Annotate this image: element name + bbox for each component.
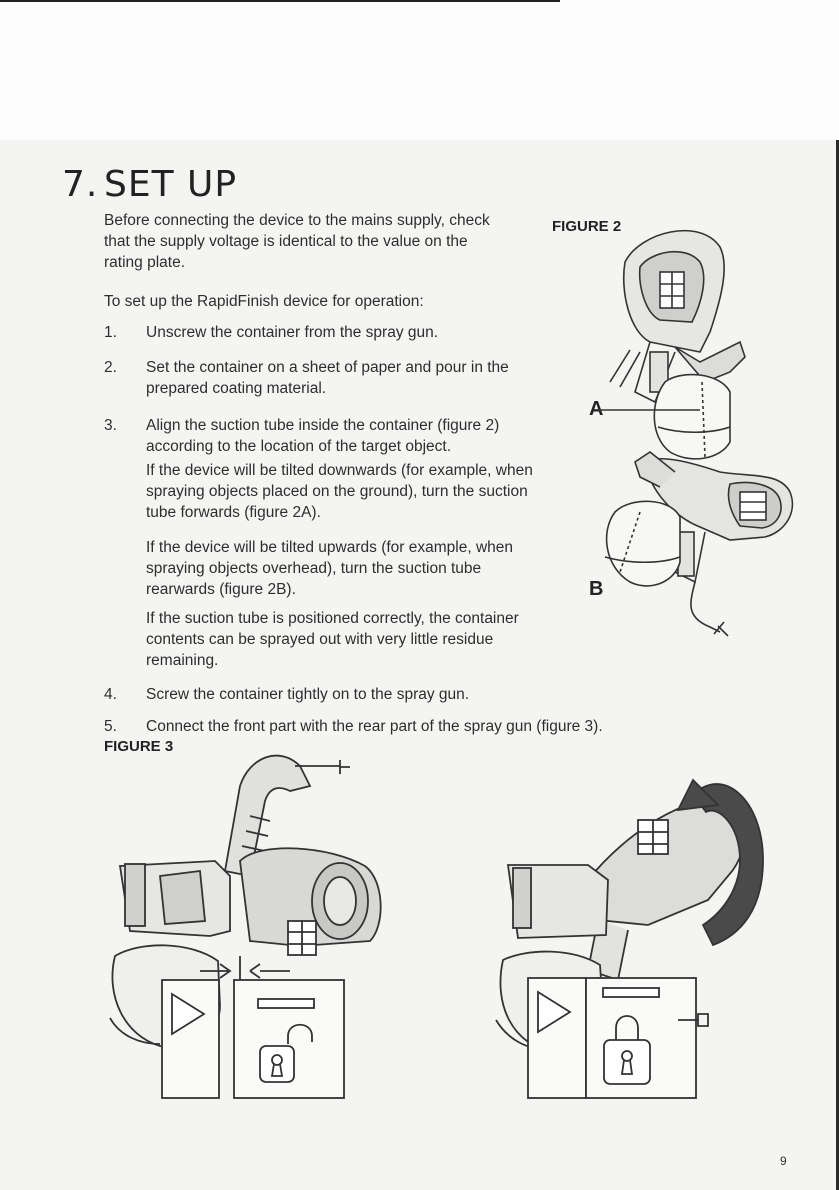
figure-3-label: FIGURE 3 bbox=[104, 738, 174, 755]
figure-2-callout-a: A bbox=[589, 398, 604, 420]
figure-2-label: FIGURE 2 bbox=[552, 218, 622, 235]
step-3-note-upwards: If the device will be tilted upwards (fo… bbox=[146, 539, 514, 598]
section-title: SET UP bbox=[104, 164, 238, 205]
step-number: 5. bbox=[104, 718, 117, 735]
page-number: 9 bbox=[780, 1154, 787, 1168]
step-number: 3. bbox=[104, 417, 117, 434]
step-number: 1. bbox=[104, 324, 117, 341]
step-number: 4. bbox=[104, 686, 117, 703]
page-edge bbox=[836, 140, 839, 1190]
figure-2-callout-b: B bbox=[589, 578, 604, 600]
section-heading: 7.SET UP bbox=[62, 164, 237, 205]
step-text: Unscrew the container from the spray gun… bbox=[146, 324, 439, 341]
intro-paragraph: Before connecting the device to the main… bbox=[104, 212, 490, 271]
figure-2-illustration bbox=[595, 229, 794, 637]
figure-3-right-illustration bbox=[495, 778, 764, 1099]
page-top-band bbox=[0, 0, 839, 140]
step-text: Set the container on a sheet of paper an… bbox=[146, 359, 509, 397]
figure-3-left-illustration bbox=[109, 754, 382, 1099]
setup-intro: To set up the RapidFinish device for ope… bbox=[104, 293, 424, 310]
step-number: 2. bbox=[104, 359, 117, 376]
step-text: Align the suction tube inside the contai… bbox=[146, 417, 500, 455]
step-text: Connect the front part with the rear par… bbox=[146, 718, 603, 735]
step-3-note-downwards: If the device will be tilted downwards (… bbox=[146, 462, 533, 521]
step-3-note-residue: If the suction tube is positioned correc… bbox=[146, 610, 519, 669]
step-text: Screw the container tightly on to the sp… bbox=[146, 686, 470, 703]
section-number: 7. bbox=[62, 164, 99, 205]
top-rule bbox=[0, 0, 560, 2]
